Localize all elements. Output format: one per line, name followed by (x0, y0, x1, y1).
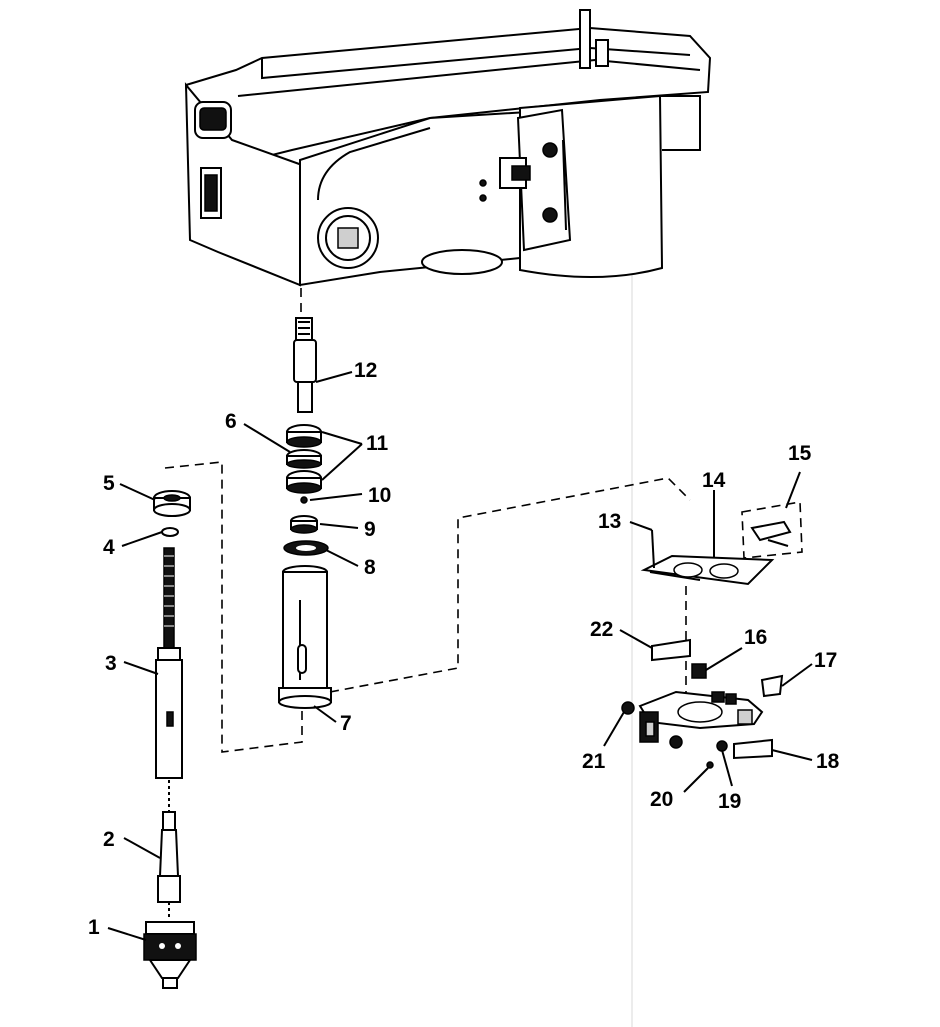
callout-1: 1 (88, 916, 100, 939)
part-16-insert (691, 663, 707, 679)
part-11-bearings (286, 424, 322, 494)
callout-3: 3 (105, 652, 117, 675)
callout-2: 2 (103, 828, 115, 851)
part-21-screw (621, 701, 635, 715)
callout-6: 6 (225, 410, 237, 433)
callout-20: 20 (650, 788, 673, 811)
callout-leaders (107, 371, 813, 941)
switch-body (639, 711, 659, 743)
part-10-retaining-ring (300, 496, 308, 504)
part-5-nut (153, 490, 191, 517)
callout-16: 16 (744, 626, 767, 649)
part-22-label (651, 638, 691, 662)
callout-17: 17 (814, 649, 837, 672)
part-6-spacer (286, 449, 322, 469)
part-9-bearing (290, 515, 318, 534)
part-1-chuck (143, 921, 197, 989)
part-2-arbor (157, 811, 181, 903)
part-17-label (760, 674, 784, 698)
part-19-screw (669, 735, 728, 752)
part-3-spindle (155, 547, 183, 779)
callout-13: 13 (598, 510, 621, 533)
part-13-screw (651, 529, 655, 569)
part-20-nut (706, 761, 714, 769)
callout-4: 4 (103, 536, 115, 559)
part-7-quill (278, 565, 332, 709)
part-4-washer (161, 527, 179, 537)
callout-8: 8 (364, 556, 376, 579)
callout-9: 9 (364, 518, 376, 541)
part-8-washer (283, 540, 329, 556)
callout-15: 15 (788, 442, 812, 465)
head-casting (184, 9, 712, 287)
callout-18: 18 (816, 750, 840, 773)
callout-10: 10 (368, 484, 391, 507)
callout-21: 21 (582, 750, 606, 773)
part-15-switch-key (741, 501, 803, 559)
switch-box-housing (638, 690, 764, 730)
callout-7: 7 (340, 712, 352, 735)
callout-14: 14 (702, 469, 726, 492)
part-12 (293, 317, 317, 413)
part-14-gasket-plate (640, 554, 775, 586)
callout-12: 12 (354, 359, 377, 382)
callout-22: 22 (590, 618, 613, 641)
callout-5: 5 (103, 472, 115, 495)
callout-19: 19 (718, 790, 741, 813)
callout-11: 11 (366, 432, 389, 455)
part-18-label (733, 738, 773, 760)
